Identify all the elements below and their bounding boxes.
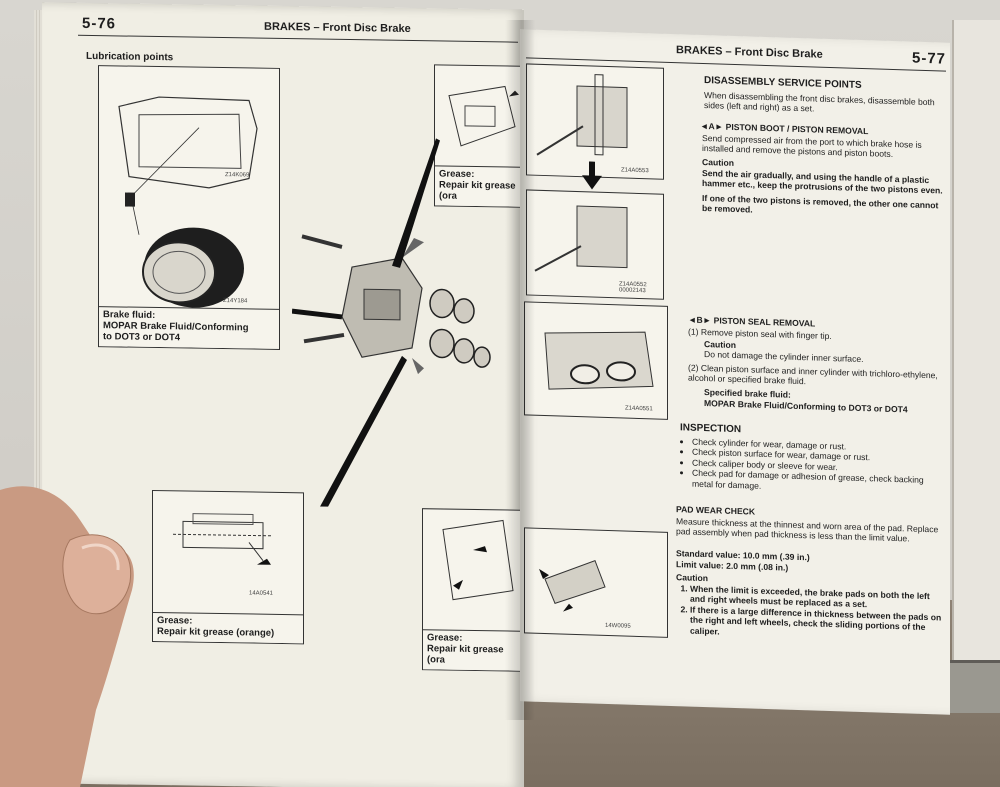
book-gutter-shadow: [505, 20, 535, 720]
figure-air-removal: Z14A0553: [526, 63, 664, 180]
right-page: BRAKES – Front Disc Brake 5-77 Z14A0553 …: [520, 29, 950, 715]
figure-code: Z14A0551: [625, 405, 653, 413]
pad-caution-label: Caution: [676, 572, 708, 584]
left-header-rule: [78, 34, 518, 43]
figure-code: Z14K069: [225, 172, 250, 179]
pad-caution-item: If there is a large difference in thickn…: [690, 605, 942, 644]
lubrication-points-label: Lubrication points: [86, 50, 174, 64]
right-page-number: 5-77: [912, 49, 947, 68]
cylinder-illustration: [544, 331, 654, 390]
right-page-title: BRAKES – Front Disc Brake: [676, 44, 823, 61]
caliper-slide-illustration: [173, 513, 273, 565]
inspection-title: INSPECTION: [680, 422, 742, 436]
piston-boot-caution-2: If one of the two pistons is removed, th…: [702, 192, 939, 216]
leader-lines: [320, 138, 440, 507]
caliper-pin-illustration: [442, 519, 514, 601]
arrow-down-icon: [582, 161, 602, 190]
piston-boot-caution: Send the air gradually, and using the ha…: [702, 167, 943, 197]
caliper-top-illustration: [448, 85, 519, 147]
brake-fluid-value: MOPAR Brake Fluid/Conforming to DOT3 or …: [704, 398, 908, 415]
figure-code: 14A0541: [249, 590, 274, 597]
figure-grease-bottom-right: Grease: Repair kit grease (ora: [422, 508, 522, 672]
figure-grease-top: Grease: Repair kit grease (ora: [434, 64, 522, 208]
figure-pad-wear: 14W0095: [524, 527, 668, 638]
figure-caption: Brake fluid: MOPAR Brake Fluid/Conformin…: [99, 306, 279, 349]
figure-seal-removal: Z14A0551: [524, 301, 668, 420]
exploded-caliper-drawing: [292, 234, 491, 375]
inspection-list: Check cylinder for wear, damage or rust.…: [680, 436, 942, 497]
disassembly-intro: When disassembling the front disc brakes…: [704, 90, 935, 114]
figure-caption: Grease: Repair kit grease (orange): [153, 612, 303, 644]
limit-value: Limit value: 2.0 mm (.08 in.): [676, 559, 789, 573]
hand-holding-book: [0, 486, 134, 787]
brake-pad-illustration: [539, 559, 606, 612]
pad-wear-text: Measure thickness at the thinnest and wo…: [676, 516, 939, 544]
left-page-number: 5-76: [82, 14, 117, 33]
piston-out-illustration: [534, 205, 628, 272]
left-page: 5-76 BRAKES – Front Disc Brake Lubricati…: [42, 2, 524, 787]
caution-label: Caution: [702, 156, 734, 168]
figure-piston-brake-fluid: Z14K069 Z14Y184 Brake fluid: MOPAR Brake…: [98, 65, 280, 350]
air-removal-illustration: [536, 74, 628, 156]
figure-code: Z14A0552 00002143: [619, 281, 647, 295]
figure-code: Z14A0553: [621, 167, 649, 175]
pad-wear-title: PAD WEAR CHECK: [676, 504, 756, 517]
piston-boot-text: Send compressed air from the port to whi…: [702, 132, 922, 160]
figure-code-2: Z14Y184: [223, 298, 248, 305]
figure-code: 14W0095: [605, 622, 631, 630]
figure-piston-out: Z14A0552 00002143: [526, 189, 664, 300]
piston-illustration: [118, 96, 258, 308]
disassembly-title: DISASSEMBLY SERVICE POINTS: [704, 75, 862, 91]
left-page-title: BRAKES – Front Disc Brake: [264, 20, 411, 36]
pad-caution-list: When the limit is exceeded, the brake pa…: [676, 583, 942, 644]
figure-grease-bottom-left: 14A0541 Grease: Repair kit grease (orang…: [152, 489, 304, 645]
book-stack: [952, 20, 1000, 700]
